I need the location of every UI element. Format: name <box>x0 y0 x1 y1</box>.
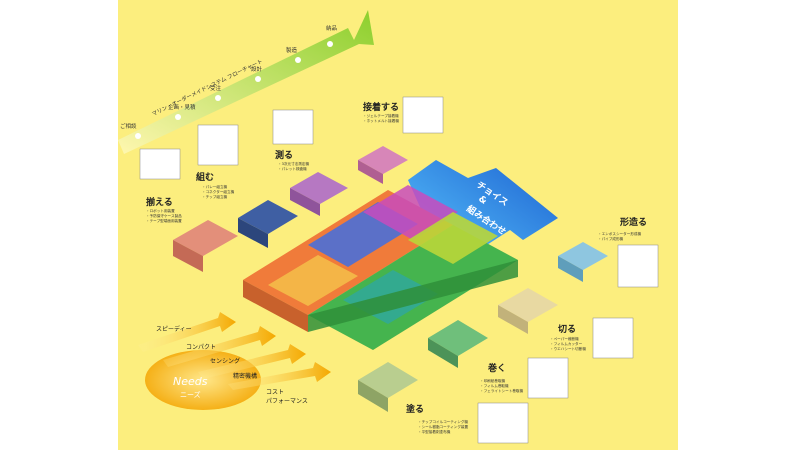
puzzle-side-left <box>243 280 308 332</box>
process-maku: 巻く ・印刷紙巻取機 ・フィルム巻取機 ・フェライトシート巻取機 <box>428 320 569 399</box>
process-kiru: 切る ・ペーパー裁断機 ・フィルムカッター ・ウエハシート切断機 <box>498 288 634 359</box>
soroeru-label: 揃える <box>146 196 173 208</box>
process-katachizukuru: 形造る ・エンボスシーター形成機 ・パイプ成形機 <box>558 216 659 288</box>
kumu-icon-box <box>197 124 239 166</box>
kumu-machine-icon <box>238 200 298 234</box>
puzzle-piece-yellow <box>268 255 358 306</box>
katachizukuru-machine-side <box>558 256 583 282</box>
needs-arrow-2 <box>163 326 276 367</box>
maku-icon-box <box>527 357 569 399</box>
flow-step-6: 納品 <box>326 24 338 32</box>
needs-arrow-1 <box>138 312 236 352</box>
flow-step-3: 受注 <box>210 84 222 92</box>
process-soroeru: 揃える ・ロボット用装置 ・予防保守ケース製品 ・テープ型端面用装置 <box>139 148 238 272</box>
diagram-panel: マリン・オーダーメイドシステム フローチャート ご相談 企画・見積 受注 設計 … <box>118 0 678 450</box>
nuru-item-1: ・チップコイルコーティング機 <box>418 419 468 424</box>
needs-title-en: Needs <box>173 375 208 388</box>
step-dot <box>295 57 301 63</box>
katachizukuru-label: 形造る <box>620 216 647 228</box>
needs-item-performance: パフォーマンス <box>266 398 308 405</box>
flowchart-steps: ご相談 企画・見積 受注 設計 製造 納品 <box>120 24 338 139</box>
diagram-canvas: マリン・オーダーメイドシステム フローチャート ご相談 企画・見積 受注 設計 … <box>118 10 659 444</box>
needs-item-precision: 精密機構 <box>233 372 257 380</box>
maku-machine-side <box>428 338 458 368</box>
soroeru-machine-icon <box>173 220 238 256</box>
hakaru-machine-side <box>290 188 320 216</box>
step-dot <box>135 133 141 139</box>
step-dot <box>255 76 261 82</box>
flow-step-5: 製造 <box>286 46 298 54</box>
hakaru-item-1: ・3次元寸法測定機 <box>278 161 309 166</box>
process-hakaru: 測る ・3次元寸法測定機 ・パレット検査機 <box>272 109 348 216</box>
soroeru-item-3: ・テープ型端面用装置 <box>146 218 182 223</box>
nuru-label: 塗る <box>406 403 424 415</box>
nuru-machine-side <box>358 380 388 412</box>
process-secchaku: 接着する ・ジェルテープ接着機 ・ホットメルト接着機 <box>358 96 444 184</box>
needs-arrow-3 <box>198 344 306 379</box>
soroeru-item-2: ・予防保守ケース製品 <box>146 213 182 218</box>
needs-group: Needs ニーズ スピーディー コンパクト センシング 精密機構 コスト パフ… <box>138 312 331 410</box>
kumu-item-1: ・パレ一組立機 <box>202 184 228 189</box>
flowchart-arrow: マリン・オーダーメイドシステム フローチャート ご相談 企画・見積 受注 設計 … <box>118 10 374 154</box>
nuru-item-3: ・平型接着剤塗布機 <box>418 429 451 434</box>
flow-step-4: 設計 <box>251 65 263 73</box>
process-nuru: 塗る ・チップコイルコーティング機 ・シール樹脂コーティング装置 ・平型接着剤塗… <box>358 362 529 444</box>
step-dot <box>175 114 181 120</box>
soroeru-item-1: ・ロボット用装置 <box>146 208 175 213</box>
maku-item-2: ・フィルム巻取機 <box>480 383 509 388</box>
kumu-machine-side <box>238 218 268 248</box>
katachizukuru-icon-box <box>617 244 659 288</box>
puzzle-piece-lime <box>408 212 498 264</box>
nuru-icon-box <box>477 402 529 444</box>
secchaku-label: 接着する <box>363 101 399 113</box>
kumu-item-3: ・チップ組立機 <box>202 194 228 199</box>
needs-title-jp: ニーズ <box>180 390 201 399</box>
hakaru-label: 測る <box>275 149 293 161</box>
kumu-label: 組む <box>196 171 214 183</box>
kiru-icon-box <box>592 317 634 359</box>
kumu-item-2: ・コネクター組立機 <box>202 189 235 194</box>
step-dot <box>215 95 221 101</box>
puzzle-board <box>243 185 518 350</box>
kiru-item-1: ・ペーパー裁断機 <box>550 336 579 341</box>
hakaru-icon-box <box>272 109 314 145</box>
katachizukuru-item-2: ・パイプ成形機 <box>598 236 624 241</box>
kiru-label: 切る <box>558 324 576 335</box>
needs-item-compact: コンパクト <box>186 344 216 351</box>
kiru-item-2: ・フィルムカッター <box>550 341 583 346</box>
hakaru-machine-icon <box>290 172 348 204</box>
needs-item-sensing: センシング <box>210 357 240 365</box>
needs-arrow-4 <box>228 362 331 390</box>
secchaku-item-1: ・ジェルテープ接着機 <box>363 113 399 118</box>
nuru-item-2: ・シール樹脂コーティング装置 <box>418 424 469 429</box>
maku-item-3: ・フェライトシート巻取機 <box>480 388 524 393</box>
katachizukuru-item-1: ・エンボスシーター形成機 <box>598 231 642 236</box>
maku-item-1: ・印刷紙巻取機 <box>480 378 506 383</box>
soroeru-machine-side <box>173 240 203 272</box>
process-kumu: 組む ・パレ一組立機 ・コネクター組立機 ・チップ組立機 <box>196 124 298 248</box>
secchaku-machine-side <box>358 160 383 184</box>
hakaru-item-2: ・パレット検査機 <box>278 166 307 171</box>
flowchart-arrow-shape <box>118 10 374 154</box>
kiru-machine-side <box>498 305 528 334</box>
secchaku-icon-box <box>402 96 444 134</box>
kiru-item-3: ・ウエハシート切断機 <box>550 346 586 351</box>
flow-step-2: 企画・見積 <box>168 103 196 111</box>
secchaku-item-2: ・ホットメルト接着機 <box>363 118 399 123</box>
puzzle-side-right <box>308 260 518 332</box>
flow-step-1: ご相談 <box>120 122 137 130</box>
needs-item-speedy: スピーディー <box>156 325 192 333</box>
soroeru-icon-box <box>139 148 181 180</box>
step-dot <box>327 41 333 47</box>
maku-label: 巻く <box>487 362 506 374</box>
needs-item-cost: コスト <box>266 389 284 396</box>
